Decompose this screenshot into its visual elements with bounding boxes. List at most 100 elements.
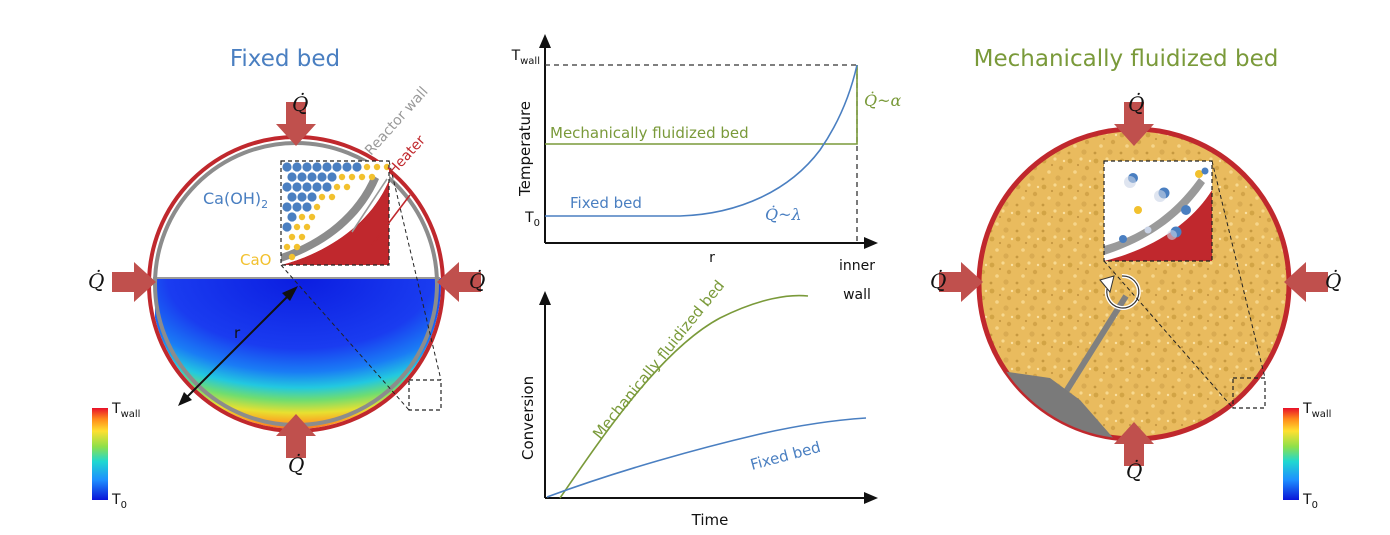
- temperature-fixed-label: Fixed bed: [570, 194, 642, 212]
- conversion-ylabel: Conversion: [519, 376, 537, 460]
- cao-particle: [338, 173, 346, 181]
- conversion-mech-label: Mechanically fluidized bed: [589, 277, 728, 443]
- caoh2-particle: [317, 172, 327, 182]
- temperature-ylabel: Temperature: [516, 101, 534, 197]
- caoh2-particle: [292, 202, 302, 212]
- caoh2-particle: [352, 162, 362, 172]
- mech-heat-arrow-top: Q̇: [1114, 92, 1154, 146]
- svg-text:Q̇: Q̇: [88, 269, 104, 293]
- svg-text:Q̇: Q̇: [930, 269, 946, 293]
- svg-text:T0: T0: [111, 492, 127, 511]
- temperature-xlabel: r: [709, 250, 715, 266]
- annotation-q-alpha: Q̇~α: [864, 91, 902, 110]
- caoh2-particle: [282, 162, 292, 172]
- cao-particle: [308, 213, 316, 221]
- fixed-bed-panel: Fixed bed r Reactor wall: [88, 46, 485, 511]
- caoh2-particle: [292, 182, 302, 192]
- svg-text:Twall: Twall: [111, 401, 140, 420]
- rotation-icon: [1099, 273, 1141, 310]
- mech-heat-arrow-bottom: Q̇: [1114, 422, 1154, 483]
- zoom-callout: [280, 160, 442, 411]
- mech-bed-colorbar: Twall T0: [1283, 401, 1331, 511]
- cao-particle: [363, 163, 371, 171]
- caoh2-particle: [287, 212, 297, 222]
- cao-particle: [368, 173, 376, 181]
- cao-particle: [373, 163, 381, 171]
- annotation-q-lambda: Q̇~λ: [765, 205, 802, 224]
- mech-heat-arrow-right: Q̇: [1284, 262, 1341, 302]
- svg-text:Q̇: Q̇: [292, 92, 308, 116]
- temperature-chart: Twall T0 Temperature r inner wall Mechan…: [511, 34, 902, 303]
- cao-particle: [358, 173, 366, 181]
- conversion-mech-series: [559, 294, 809, 499]
- radius-label: r: [234, 324, 241, 342]
- mech-bed-panel: Mechanically fluidized bed: [930, 46, 1341, 511]
- fixed-bed-colorbar: Twall T0: [92, 401, 140, 511]
- caoh2-particle: [307, 192, 317, 202]
- x-tick-inner-wall-1: inner: [839, 258, 875, 274]
- temperature-fixed-series: [545, 64, 858, 217]
- cao-particle: [293, 223, 301, 231]
- cao-particle: [333, 183, 341, 191]
- conversion-chart: Conversion Time Mechanically fluidized b…: [519, 277, 878, 529]
- mech-heat-arrow-left: Q̇: [930, 262, 983, 302]
- cao-particle: [298, 233, 306, 241]
- caoh2-particle: [287, 172, 297, 182]
- caoh2-particle: [307, 172, 317, 182]
- heat-arrow-bottom: Q̇: [276, 414, 316, 477]
- mech-particle-inset: [1103, 160, 1213, 262]
- caoh2-particle: [292, 162, 302, 172]
- caoh2-particle: [322, 162, 332, 172]
- svg-text:Q̇: Q̇: [469, 269, 485, 293]
- conversion-fixed-label: Fixed bed: [748, 438, 822, 474]
- caoh2-label: Ca(OH)2: [203, 189, 268, 211]
- cao-label: CaO: [240, 251, 271, 269]
- cao-particle: [343, 183, 351, 191]
- caoh2-particle: [302, 202, 312, 212]
- temperature-mech-label: Mechanically fluidized bed: [550, 124, 749, 142]
- caoh2-particle: [302, 182, 312, 192]
- heater-label: Heater: [385, 132, 429, 178]
- svg-text:Twall: Twall: [1302, 401, 1331, 420]
- caoh2-particle: [342, 162, 352, 172]
- conversion-fixed-series: [546, 417, 867, 498]
- inset-heater-layer: [281, 180, 389, 265]
- svg-text:Q̇: Q̇: [1128, 92, 1144, 116]
- cao-particle: [283, 243, 291, 251]
- conversion-xlabel: Time: [691, 511, 729, 529]
- caoh2-particle: [282, 222, 292, 232]
- caoh2-particle: [302, 162, 312, 172]
- particle-inset: [280, 160, 390, 266]
- caoh2-particle: [312, 182, 322, 192]
- heat-arrow-left: Q̇: [88, 262, 156, 302]
- cao-particle: [383, 163, 389, 171]
- heat-arrow-right: Q̇: [437, 262, 485, 302]
- svg-text:Q̇: Q̇: [288, 453, 304, 477]
- caoh2-particle: [327, 172, 337, 182]
- cao-particle: [328, 193, 336, 201]
- x-tick-inner-wall-2: wall: [843, 287, 871, 303]
- y-tick-t0: T0: [524, 210, 540, 229]
- cao-particle: [303, 223, 311, 231]
- cao-particle: [288, 233, 296, 241]
- cao-particle: [318, 193, 326, 201]
- svg-text:Q̇: Q̇: [1126, 459, 1142, 483]
- cao-particle: [348, 173, 356, 181]
- temperature-mech-series: [545, 65, 858, 145]
- caoh2-particle: [282, 182, 292, 192]
- cao-particle: [293, 243, 301, 251]
- cao-particle: [313, 203, 321, 211]
- svg-text:T0: T0: [1302, 492, 1318, 511]
- caoh2-particle: [297, 172, 307, 182]
- bed-temperature-field: [155, 278, 441, 429]
- caoh2-particle: [332, 162, 342, 172]
- caoh2-particle: [322, 182, 332, 192]
- cao-particle: [288, 253, 296, 261]
- radius-arrow: r: [178, 286, 298, 406]
- inset-wall-layer: [281, 175, 379, 262]
- caoh2-particle: [282, 202, 292, 212]
- caoh2-particle: [312, 162, 322, 172]
- mech-zoom-callout: [1103, 160, 1266, 409]
- y-tick-twall: Twall: [511, 48, 540, 67]
